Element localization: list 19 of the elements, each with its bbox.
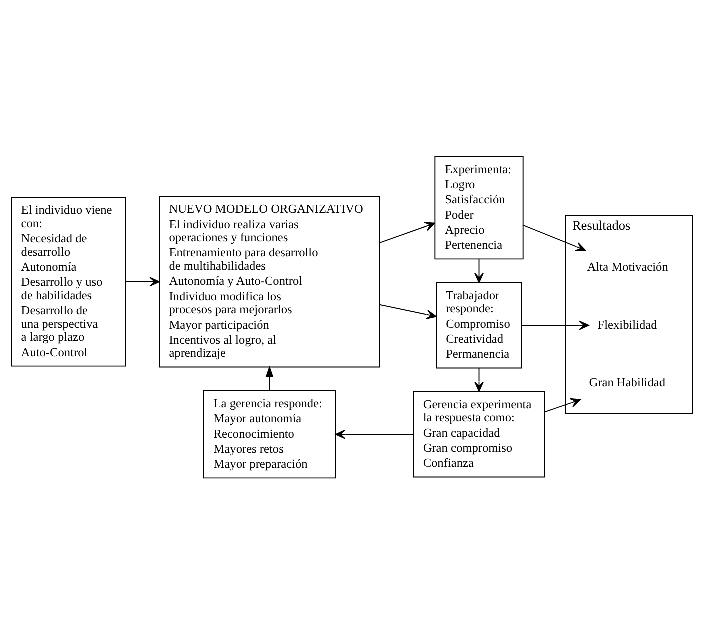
- node-box: El individuo viene con: Necesidad de desarrollo Autonomía Desarrollo y uso de habilidades Desarrollo de una perspectiva a largo plazo Auto-Control: [11, 197, 126, 367]
- node-text: Flexibilidad: [598, 318, 658, 332]
- arrow: [522, 320, 590, 330]
- node-box: Trabajador responde: Compromiso Creatividad Permanencia: [436, 282, 522, 369]
- arrow: [522, 224, 586, 252]
- node-text: Gran Habilidad: [589, 376, 666, 390]
- arrow: [125, 277, 160, 287]
- node-text: Alta Motivación: [587, 260, 668, 274]
- node-box: La gerencia responde: Mayor autonomía Reconocimiento Mayores retos Mayor preparación: [203, 390, 336, 479]
- arrow: [474, 258, 484, 284]
- arrow: [266, 366, 274, 392]
- node-box: Experimenta: Logro Satisfacción Poder Aprecio Pertenencia: [434, 156, 524, 260]
- arrow: [379, 222, 436, 244]
- arrow: [544, 398, 582, 413]
- arrow: [474, 368, 484, 392]
- arrow: [335, 430, 414, 440]
- node-box: NUEVO MODELO ORGANIZATIVO El individuo realiza varias operaciones y funciones Entrenamiento para desarrollo de multihabilidades Autonomía y Auto-Control Individuo modifica los procesos para mejorarlos Mayor participación Incentivos al logro, al aprendizaje: [159, 196, 380, 368]
- node-box: Gerencia experimenta la respuesta como: Gran capacidad Gran compromiso Confianza: [413, 391, 546, 478]
- arrow: [379, 304, 437, 320]
